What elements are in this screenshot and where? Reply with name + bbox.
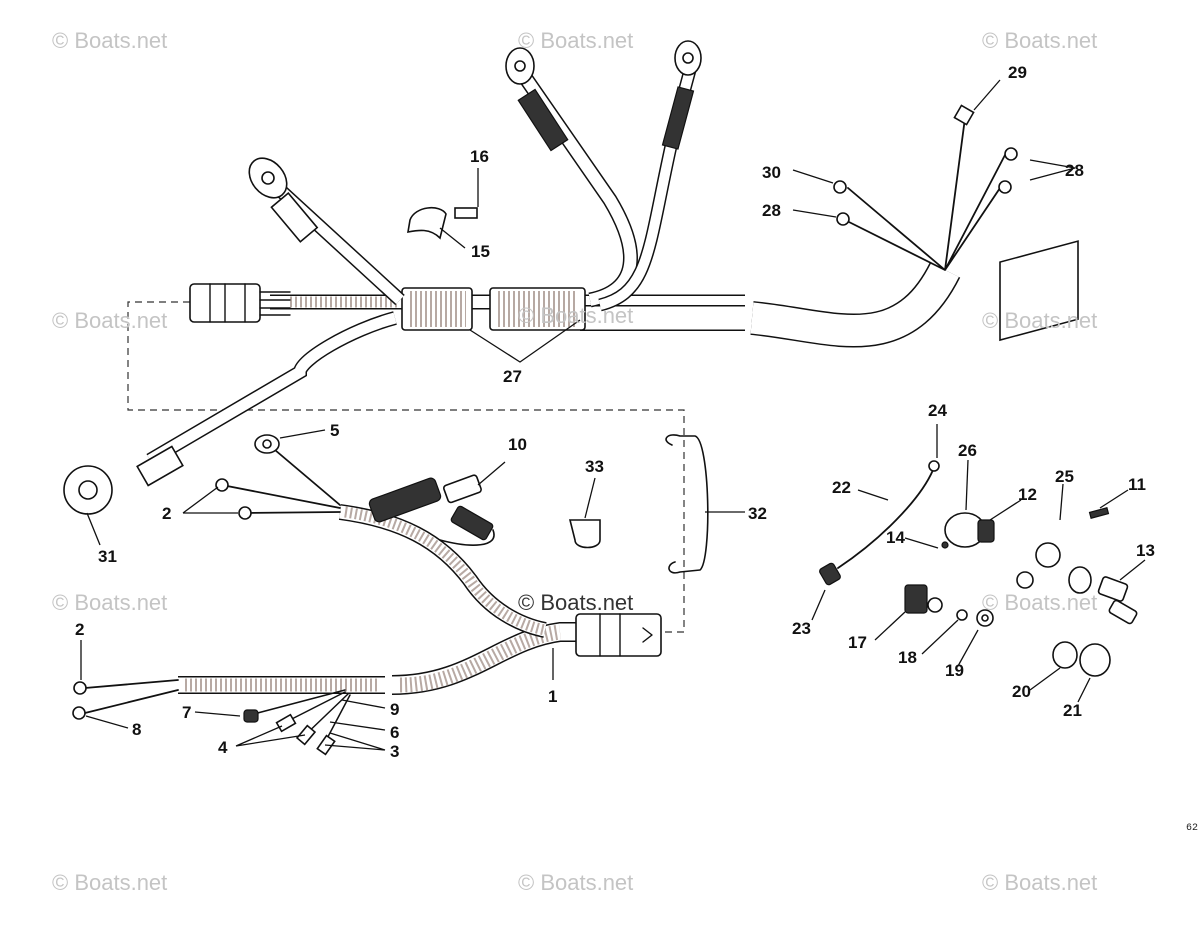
callout-10: 10	[508, 435, 527, 454]
watermark-lower-right: © Boats.net	[982, 590, 1098, 615]
callout-2-upper: 2	[162, 504, 171, 523]
callout-31: 31	[98, 547, 117, 566]
callout-5: 5	[330, 421, 339, 440]
callout-14: 14	[886, 528, 905, 547]
callout-30: 30	[762, 163, 781, 182]
watermark-mid-center: © Boats.net	[518, 303, 634, 328]
watermark-lower-center: © Boats.net	[518, 590, 634, 615]
callout-32: 32	[748, 504, 767, 523]
watermark-mid-right: © Boats.net	[982, 308, 1098, 333]
callout-11: 11	[1128, 475, 1146, 494]
watermark-bottom-left: © Boats.net	[52, 870, 168, 895]
callout-27: 27	[503, 367, 522, 386]
callout-9: 9	[390, 700, 399, 719]
callout-1: 1	[548, 687, 557, 706]
callout-12: 12	[1018, 485, 1037, 504]
watermark-top-right: © Boats.net	[982, 28, 1098, 53]
callout-22: 22	[832, 478, 851, 497]
callout-15: 15	[471, 242, 490, 261]
switch-panel-parts	[819, 240, 1138, 677]
callout-8: 8	[132, 720, 141, 739]
callout-numbers: 1 2 2 3 4 5 6 7 8 9 10 11 12 13 14 15 16…	[75, 63, 1198, 834]
callout-4: 4	[218, 738, 228, 757]
upper-wiring-harness	[63, 40, 1018, 633]
callout-18: 18	[898, 648, 917, 667]
callout-26: 26	[958, 441, 977, 460]
callout-33: 33	[585, 457, 604, 476]
callout-28-lower: 28	[762, 201, 781, 220]
image-code: 62	[1186, 823, 1198, 834]
watermark-lower-left: © Boats.net	[52, 590, 168, 615]
callout-7: 7	[182, 703, 191, 722]
watermark-bottom-center: © Boats.net	[518, 870, 634, 895]
callout-13: 13	[1136, 541, 1155, 560]
callout-17: 17	[848, 633, 867, 652]
callout-23: 23	[792, 619, 811, 638]
callout-6: 6	[390, 723, 399, 742]
callout-28-upper: 28	[1065, 161, 1084, 180]
watermark-top-center: © Boats.net	[518, 28, 634, 53]
watermark-bottom-right: © Boats.net	[982, 870, 1098, 895]
callout-20: 20	[1012, 682, 1031, 701]
callout-24: 24	[928, 401, 947, 420]
callout-16: 16	[470, 147, 489, 166]
watermark-top-left: © Boats.net	[52, 28, 168, 53]
callout-29: 29	[1008, 63, 1027, 82]
callout-21: 21	[1063, 701, 1082, 720]
callout-25: 25	[1055, 467, 1074, 486]
callout-leader-lines	[80, 79, 1146, 751]
callout-19: 19	[945, 661, 964, 680]
callout-2-lower: 2	[75, 620, 84, 639]
lower-wiring-harness	[72, 434, 709, 756]
dashed-connection-line	[127, 301, 685, 633]
watermark-mid-left: © Boats.net	[52, 308, 168, 333]
callout-3: 3	[390, 742, 399, 761]
